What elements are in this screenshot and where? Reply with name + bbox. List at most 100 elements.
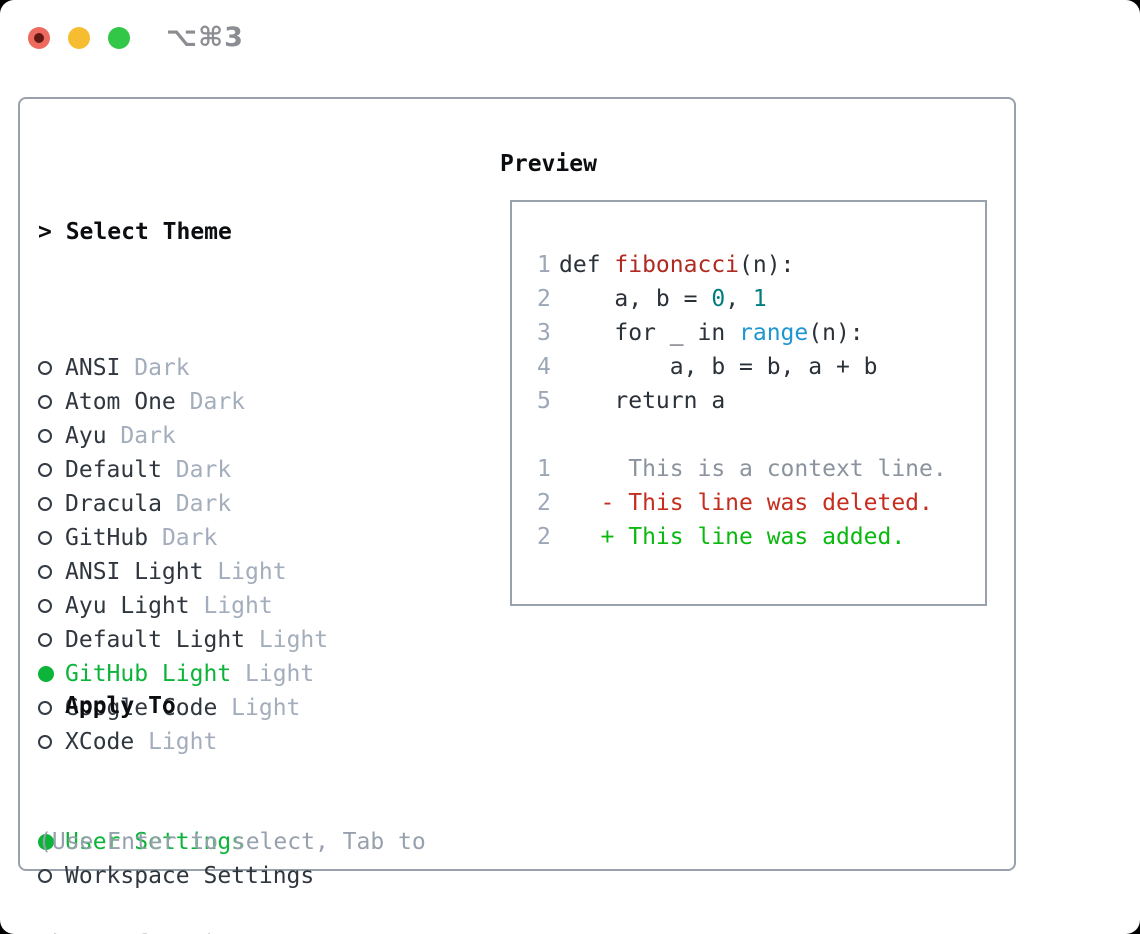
theme-option-default-light[interactable]: Default Light Light	[38, 623, 328, 657]
radio-icon	[38, 395, 52, 409]
code-token-code: return a	[559, 388, 726, 414]
option-label: Atom One	[65, 389, 190, 415]
option-label: GitHub	[65, 525, 162, 551]
code-line: 1 def fibonacci(n):	[537, 248, 985, 282]
line-number: 1	[537, 252, 551, 278]
apply-option-user-settings[interactable]: User Settings	[38, 825, 314, 859]
close-button[interactable]	[28, 27, 50, 49]
code-line: 3 for _ in range(n):	[537, 316, 985, 350]
theme-option-dracula[interactable]: Dracula Dark	[38, 487, 328, 521]
line-number: 5	[537, 388, 551, 414]
line-number: 1	[537, 456, 551, 482]
theme-option-google-code[interactable]: Google Code Light	[38, 691, 328, 725]
option-label: ANSI Light	[65, 559, 218, 585]
radio-icon	[38, 633, 52, 647]
theme-option-xcode[interactable]: XCode Light	[38, 725, 328, 759]
code-token-fn: fibonacci	[614, 252, 740, 278]
code-line: 4 a, b = b, a + b	[537, 350, 985, 384]
radio-icon	[38, 531, 52, 545]
option-variant-tag: Light	[148, 729, 218, 755]
line-number: 2	[537, 490, 551, 516]
help-text: (Use Enter to select, Tab to change focu…	[38, 757, 426, 934]
option-variant-tag: Light	[203, 593, 273, 619]
theme-option-atom-one[interactable]: Atom One Dark	[38, 385, 328, 419]
zoom-button[interactable]	[108, 27, 130, 49]
help-line-1: (Use Enter to select, Tab to	[38, 829, 426, 855]
option-label: ANSI	[65, 355, 135, 381]
option-variant-tag: Dark	[189, 389, 246, 415]
code-token-num: 0	[711, 286, 726, 312]
option-label: Ayu Light	[65, 593, 204, 619]
option-label: Google Code	[65, 695, 232, 721]
help-line-2: change focus)	[38, 927, 426, 934]
option-label: Default	[65, 457, 176, 483]
radio-icon	[38, 599, 52, 613]
line-number: 3	[537, 320, 551, 346]
prompt-caret: >	[38, 219, 66, 245]
option-variant-tag: Light	[258, 627, 329, 653]
code-token-num: 1	[752, 286, 767, 312]
code-token-add: + This line was added.	[559, 524, 906, 550]
option-variant-tag: Dark	[134, 355, 190, 381]
code-token-del: - This line was deleted.	[559, 490, 933, 516]
code-token-code: (n):	[739, 252, 795, 278]
radio-icon	[38, 869, 52, 883]
radio-selected-icon	[38, 666, 54, 682]
line-number: 2	[537, 524, 551, 550]
radio-icon	[38, 429, 52, 443]
line-number: 2	[537, 286, 551, 312]
code-token-builtin: range	[739, 320, 809, 346]
code-line	[537, 418, 985, 452]
theme-option-ansi-light[interactable]: ANSI Light Light	[38, 555, 328, 589]
radio-icon	[38, 701, 52, 715]
option-label: Ayu	[65, 423, 121, 449]
option-variant-tag: Light	[245, 661, 315, 687]
theme-option-github[interactable]: GitHub Dark	[38, 521, 328, 555]
window-title: ⌥⌘3	[166, 22, 244, 53]
radio-selected-icon	[38, 834, 54, 850]
select-theme-header: > Select Theme	[38, 215, 328, 249]
radio-icon	[38, 361, 52, 375]
option-label: Dracula	[65, 491, 176, 517]
minimize-button[interactable]	[68, 27, 90, 49]
theme-option-github-light[interactable]: GitHub Light Light	[38, 657, 328, 691]
theme-option-default[interactable]: Default Dark	[38, 453, 328, 487]
option-variant-tag: Light	[231, 695, 301, 721]
theme-option-ayu[interactable]: Ayu Dark	[38, 419, 328, 453]
option-variant-tag: Light	[217, 559, 287, 585]
code-token-code: a, b = b, a + b	[559, 354, 878, 380]
code-line: 2 + This line was added.	[537, 520, 985, 554]
code-token-ctx: This is a context line.	[559, 456, 947, 482]
code-line: 1 This is a context line.	[537, 452, 985, 486]
option-variant-tag: Dark	[175, 491, 232, 517]
code-token-code: ,	[725, 286, 753, 312]
radio-icon	[38, 497, 52, 511]
apply-to-header: Apply To	[65, 693, 176, 719]
select-theme-title: Select Theme	[65, 219, 232, 245]
option-label: Workspace Settings	[65, 863, 315, 889]
code-line: 2 a, b = 0, 1	[537, 282, 985, 316]
option-label: Default Light	[65, 627, 259, 653]
radio-icon	[38, 565, 52, 579]
option-variant-tag: Dark	[175, 457, 232, 483]
radio-icon	[38, 463, 52, 477]
theme-option-ansi[interactable]: ANSI Dark	[38, 351, 328, 385]
option-variant-tag: Dark	[161, 525, 218, 551]
theme-option-ayu-light[interactable]: Ayu Light Light	[38, 589, 328, 623]
code-token-code: def	[559, 252, 615, 278]
option-label: User Settings	[65, 829, 246, 855]
line-number: 4	[537, 354, 551, 380]
code-token-code: for _ in	[559, 320, 740, 346]
option-variant-tag: Dark	[120, 423, 176, 449]
code-line: 5 return a	[537, 384, 985, 418]
titlebar: ⌥⌘3	[0, 0, 1140, 76]
option-label: XCode	[65, 729, 149, 755]
radio-icon	[38, 735, 52, 749]
option-label: GitHub Light	[65, 661, 246, 687]
apply-option-workspace-settings[interactable]: Workspace Settings	[38, 859, 314, 893]
code-line: 2 - This line was deleted.	[537, 486, 985, 520]
